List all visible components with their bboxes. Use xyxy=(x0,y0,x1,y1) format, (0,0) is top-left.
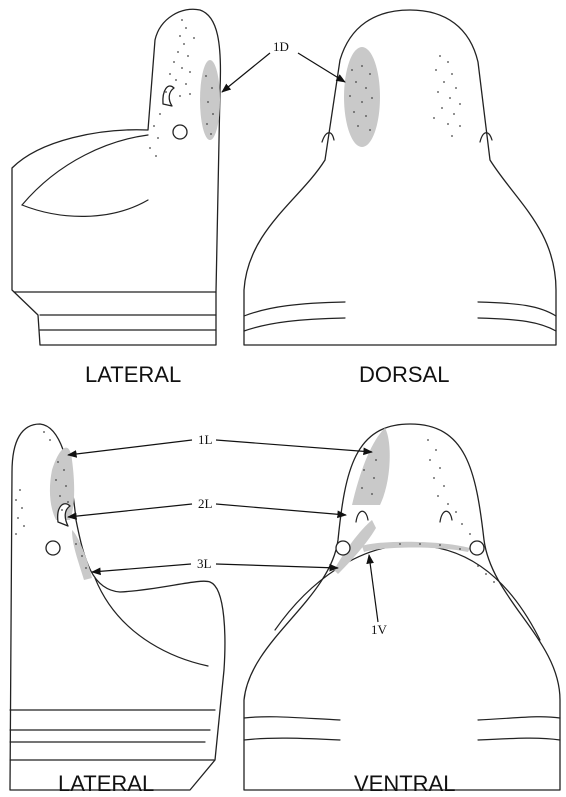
bottom-lateral-head xyxy=(10,424,225,790)
top-dorsal-head xyxy=(244,10,556,345)
bottom-ventral-right-stemma xyxy=(470,541,484,555)
label-1d: 1D xyxy=(273,39,289,54)
bottom-lateral-stemma xyxy=(46,541,60,555)
bottom-ventral-left-stemma xyxy=(336,541,350,555)
arrow-1d-left xyxy=(222,53,270,92)
arrow-3l-left xyxy=(92,564,191,572)
arrow-1d-right xyxy=(298,53,345,82)
bottom-ventral-outline xyxy=(244,424,560,790)
top-lateral-1d-patch xyxy=(200,60,220,140)
arrow-1l-right xyxy=(216,440,372,452)
arrow-3l-right xyxy=(216,564,338,568)
label-3l: 3L xyxy=(197,556,212,571)
top-lateral-outline xyxy=(12,9,220,345)
top-dorsal-1d-patch xyxy=(344,47,380,147)
bottom-lateral-outline xyxy=(10,424,225,790)
title-bottom-lateral: LATERAL xyxy=(58,771,154,796)
title-top-dorsal: DORSAL xyxy=(359,362,449,387)
label-1v: 1V xyxy=(371,622,388,637)
title-top-lateral: LATERAL xyxy=(85,362,181,387)
arrow-2l-right xyxy=(216,504,346,515)
top-dorsal-outline xyxy=(244,10,556,345)
label-2l: 2L xyxy=(198,496,213,511)
bottom-ventral-head xyxy=(244,424,560,790)
arrow-1l-left xyxy=(68,440,192,455)
top-lateral-stemma xyxy=(173,125,187,139)
label-1l: 1L xyxy=(198,432,213,447)
arrow-2l-left xyxy=(68,504,192,517)
title-bottom-ventral: VENTRAL xyxy=(354,771,455,796)
top-lateral-head xyxy=(12,9,220,345)
